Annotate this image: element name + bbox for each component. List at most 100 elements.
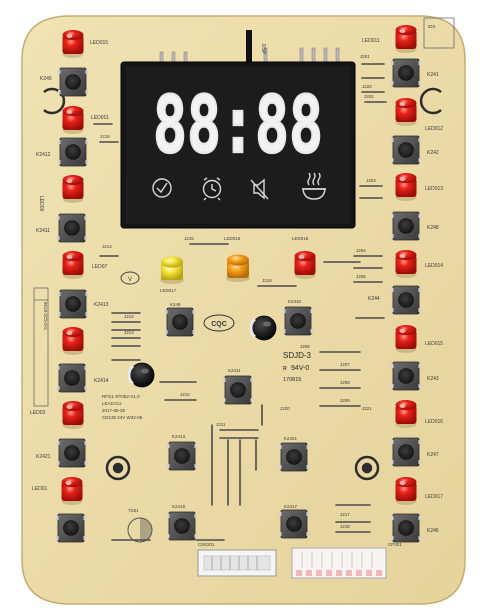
led-yellow — [160, 256, 184, 284]
tactile-button[interactable] — [278, 509, 310, 539]
led-label: LED011 — [91, 115, 109, 121]
key-label: K2414 — [94, 378, 109, 384]
led-red — [395, 25, 417, 53]
tactile-button[interactable] — [278, 442, 310, 472]
svg-text:CQC: CQC — [211, 321, 227, 328]
led-label: LED016 — [425, 419, 443, 425]
led-red — [62, 106, 84, 134]
key-label: K248 — [427, 225, 439, 231]
date-code: 170815 — [283, 377, 301, 383]
right-led-labels: LED011 LED012 LED013 LED014 LED015 LED01… — [362, 38, 443, 500]
dsp-label: DSP — [260, 44, 266, 55]
left-led-labels: LED015 LED011 LED09 LED07 LED03 LED01 — [30, 40, 109, 492]
tactile-button[interactable] — [390, 58, 422, 88]
led-red — [62, 30, 84, 58]
mounting-holes — [43, 87, 442, 481]
seven-segment-display: 88:88 — [120, 61, 356, 229]
led-red — [395, 477, 417, 505]
svg-text:J213: J213 — [124, 330, 134, 335]
tactile-button[interactable] — [164, 307, 196, 337]
key-label: K249 — [170, 302, 181, 307]
connector-left-label: CN0201 — [198, 542, 215, 547]
led-orange — [226, 254, 250, 282]
tactile-button[interactable] — [282, 306, 314, 336]
led-label: LED015 — [425, 341, 443, 347]
led-label: LED013 — [425, 186, 443, 192]
led-red — [395, 98, 417, 126]
svg-text:J222: J222 — [362, 84, 372, 89]
tactile-button[interactable] — [390, 135, 422, 165]
led-label: LED015 — [90, 40, 108, 46]
svg-text:J218: J218 — [340, 524, 350, 529]
tactile-button[interactable] — [57, 67, 89, 97]
tactile-button[interactable] — [390, 211, 422, 241]
svg-text:J209: J209 — [340, 398, 350, 403]
svg-text:LEAD:CU: LEAD:CU — [102, 401, 122, 406]
tactile-button[interactable] — [222, 375, 254, 405]
led-red — [395, 250, 417, 278]
center-led-labels: LED017 LED016 LED018 — [160, 236, 309, 293]
svg-text:J219: J219 — [100, 134, 110, 139]
key-label: K2412 — [36, 152, 51, 158]
tactile-button[interactable] — [57, 289, 89, 319]
ccc-logo: V — [120, 271, 140, 285]
led-label: LED011 — [362, 38, 380, 44]
steaming-bowl-icon — [302, 172, 326, 200]
svg-text:J211: J211 — [216, 422, 226, 427]
key-label: K241 — [427, 72, 439, 78]
svg-text:J217: J217 — [340, 512, 350, 517]
svg-text:2017-08-25: 2017-08-25 — [102, 408, 126, 413]
led-red — [62, 251, 84, 279]
key-label: K245 — [40, 76, 52, 82]
ts-label: TS01 — [128, 508, 139, 513]
svg-text:V: V — [128, 277, 132, 283]
svg-text:J216: J216 — [262, 278, 272, 283]
led-label: LED07 — [92, 264, 108, 270]
tactile-button[interactable] — [166, 511, 198, 541]
led-red — [395, 325, 417, 353]
tactile-button[interactable] — [390, 361, 422, 391]
alarm-clock-icon — [202, 177, 222, 201]
tactile-button[interactable] — [390, 437, 422, 467]
cqc-logo: CQC — [203, 314, 235, 332]
svg-text:RFG1-RT052-V1.0: RFG1-RT052-V1.0 — [102, 394, 140, 399]
svg-text:J204: J204 — [356, 248, 366, 253]
key-label: K2421 — [284, 436, 298, 441]
center-leds — [160, 251, 316, 284]
svg-text:J212: J212 — [124, 314, 134, 319]
tactile-button[interactable] — [56, 438, 88, 468]
key-label: K247 — [427, 452, 439, 458]
tactile-button[interactable] — [390, 285, 422, 315]
ts-sensor-footprint — [127, 517, 153, 543]
svg-text:J215: J215 — [184, 236, 194, 241]
tactile-button[interactable] — [56, 213, 88, 243]
led-red — [62, 175, 84, 203]
svg-text:J203: J203 — [366, 178, 376, 183]
led-red — [62, 401, 84, 429]
svg-text:J207: J207 — [340, 362, 350, 367]
capacitor-center — [249, 315, 277, 341]
svg-text:J206: J206 — [300, 344, 310, 349]
board-code: SDJD-3 — [283, 351, 312, 360]
jumper-ref-labels: J201 J202 J203 J204 J205 J206 J207 J208 … — [100, 54, 376, 529]
tactile-button[interactable] — [56, 363, 88, 393]
connector-right-label: CP201 — [388, 542, 402, 547]
key-label: K2418 — [172, 504, 186, 509]
key-label: K244 — [368, 296, 380, 302]
key-label: K2410 — [288, 299, 302, 304]
capacitor-left — [127, 362, 155, 388]
tactile-button[interactable] — [390, 513, 422, 543]
side-strip-label: 8618-2C5-0-5 — [43, 302, 48, 330]
key-label: K2417 — [284, 504, 298, 509]
display-lead — [246, 30, 252, 64]
tactile-button[interactable] — [57, 137, 89, 167]
tactile-button[interactable] — [55, 513, 87, 543]
left-key-labels: K245 K2412 K2411 K2413 K2414 K2421 — [36, 76, 109, 460]
led-red — [62, 327, 84, 355]
ul-mark: ʀ 94V-0 — [283, 365, 309, 372]
tactile-button[interactable] — [166, 441, 198, 471]
svg-text:94V-0: 94V-0 — [291, 365, 309, 372]
svg-text:J208: J208 — [340, 380, 350, 385]
led-red — [395, 173, 417, 201]
